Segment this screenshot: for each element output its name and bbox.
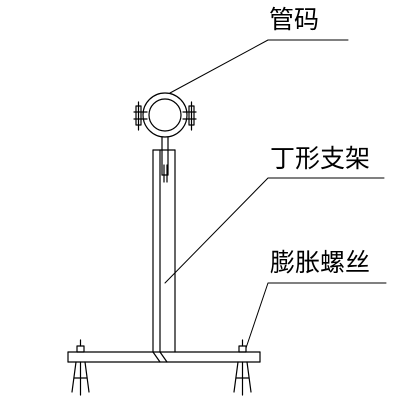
pipe-clamp — [133, 92, 197, 176]
expansion-bolt-left — [71, 339, 90, 396]
leader-lines — [164, 39, 387, 349]
label-pipe-clamp: 管码 — [269, 5, 320, 34]
expansion-bolt-right — [233, 339, 252, 396]
label-expansion-bolt: 膨胀螺丝 — [270, 248, 371, 277]
leader-tee-bracket — [164, 177, 385, 284]
label-tee-bracket: 丁形支架 — [270, 144, 371, 173]
tee-bracket — [67, 149, 261, 363]
leader-pipe-clamp — [169, 39, 349, 94]
leader-expansion-bolt — [245, 282, 387, 349]
